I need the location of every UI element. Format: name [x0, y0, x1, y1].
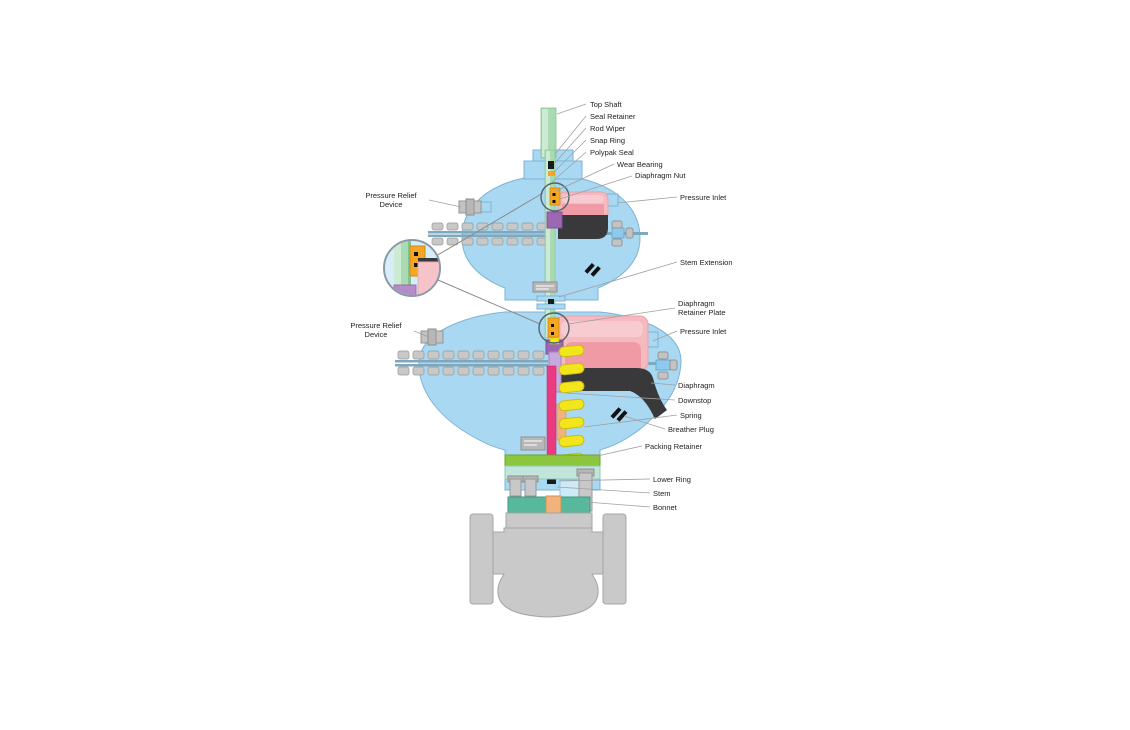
- upper-diaphragm: [558, 215, 608, 239]
- label-downstop: Downstop: [678, 396, 712, 405]
- label-spring: Spring: [680, 411, 702, 420]
- upper-actuator-body: [428, 149, 648, 301]
- label-diaphragm: Diaphragm: [678, 381, 715, 390]
- label-snap-ring: Snap Ring: [590, 136, 626, 145]
- packing-retainer-part: [504, 454, 601, 467]
- right-fitting-upper: [611, 220, 634, 247]
- label-diaphragm-retainer-plate: Diaphragm Retainer Plate: [678, 299, 726, 317]
- valve-flange-right: [602, 513, 627, 605]
- right-fitting-lower: [655, 351, 678, 380]
- detail-inset: [383, 192, 544, 325]
- polypak-seal-part: [548, 161, 554, 169]
- nameplate-lower: [520, 436, 546, 451]
- upper-downstop: [546, 211, 563, 229]
- callout-circle-lower: [538, 312, 570, 345]
- flange-bolts: [397, 350, 545, 360]
- label-pressure-relief-device-lower: Pressure Relief Device: [350, 321, 402, 339]
- label-pressure-inlet-upper: Pressure Inlet: [680, 193, 727, 202]
- lower-diaphragm: [554, 368, 667, 419]
- label-diaphragm-nut: Diaphragm Nut: [635, 171, 686, 180]
- flange-bolts: [397, 366, 545, 376]
- label-breather-plug: Breather Plug: [668, 425, 714, 434]
- label-rod-wiper: Rod Wiper: [590, 124, 626, 133]
- label-packing-retainer: Packing Retainer: [645, 442, 703, 451]
- flange-bolts: [431, 222, 549, 231]
- stem-part: [546, 365, 557, 471]
- label-pressure-inlet-lower: Pressure Inlet: [680, 327, 727, 336]
- valve-flange-left: [469, 513, 494, 605]
- pressure-relief-device-upper: [458, 198, 492, 216]
- label-polypak-seal: Polypak Seal: [590, 148, 634, 157]
- flange-bolts: [431, 237, 549, 246]
- valve-body: [469, 512, 627, 618]
- leader-lines: [413, 103, 678, 508]
- label-pressure-relief-device-upper: Pressure Relief Device: [365, 191, 417, 209]
- rod-wiper-part: [548, 171, 555, 176]
- nameplate-upper: [532, 281, 558, 293]
- upper-diaphragm-chamber: [532, 191, 609, 293]
- label-wear-bearing: Wear Bearing: [617, 160, 663, 169]
- label-bonnet: Bonnet: [653, 503, 677, 512]
- label-top-shaft: Top Shaft: [590, 100, 622, 109]
- breather-plug: [610, 407, 628, 422]
- callout-circle-upper: [540, 182, 570, 212]
- label-seal-retainer: Seal Retainer: [590, 112, 636, 121]
- label-lower-ring: Lower Ring: [653, 475, 691, 484]
- top-shaft-part: [536, 107, 566, 339]
- label-stem: Stem: [653, 489, 671, 498]
- pressure-relief-device-lower: [420, 328, 444, 346]
- label-stem-extension: Stem Extension: [680, 258, 733, 267]
- breather-upper: [584, 262, 601, 277]
